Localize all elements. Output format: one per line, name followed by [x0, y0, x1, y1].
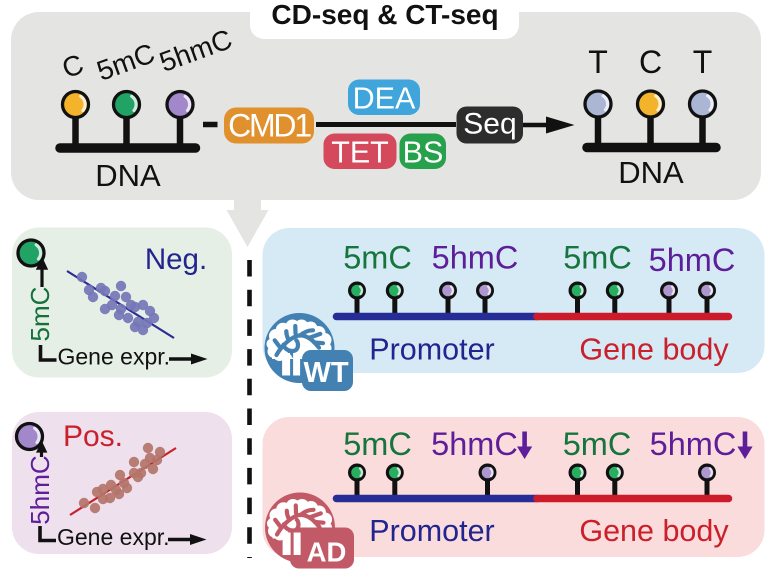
svg-text:WT: WT: [303, 357, 348, 389]
svg-text:5mC: 5mC: [563, 426, 632, 462]
svg-text:Gene body: Gene body: [579, 333, 729, 367]
svg-text:DEA: DEA: [353, 82, 416, 116]
svg-text:TET: TET: [331, 136, 389, 170]
svg-text:Promoter: Promoter: [369, 514, 494, 548]
svg-text:5hmC: 5hmC: [431, 426, 518, 462]
svg-text:AD: AD: [307, 537, 347, 568]
svg-text:T: T: [588, 44, 608, 80]
svg-text:CD-seq & CT-seq: CD-seq & CT-seq: [271, 0, 498, 30]
svg-text:CMD1: CMD1: [228, 108, 311, 144]
svg-text:5mC: 5mC: [563, 240, 632, 276]
svg-text:DNA: DNA: [95, 158, 161, 193]
svg-text:Gene expr.: Gene expr.: [58, 344, 171, 370]
svg-text:Neg.: Neg.: [145, 243, 207, 276]
svg-text:DNA: DNA: [618, 155, 684, 190]
svg-text:5mC: 5mC: [343, 240, 412, 276]
svg-text:5hmC: 5hmC: [650, 426, 737, 462]
svg-text:BS: BS: [403, 136, 444, 170]
svg-text:T: T: [693, 44, 713, 80]
svg-text:5hmC: 5hmC: [649, 242, 736, 278]
svg-text:Seq: Seq: [463, 108, 516, 141]
svg-text:5hmC: 5hmC: [432, 240, 519, 276]
svg-text:Gene expr.: Gene expr.: [57, 524, 170, 550]
svg-text:5mC: 5mC: [25, 287, 55, 342]
svg-text:Promoter: Promoter: [369, 333, 494, 367]
svg-text:C: C: [639, 44, 662, 80]
svg-text:Gene body: Gene body: [579, 514, 729, 548]
svg-text:5mC: 5mC: [343, 426, 412, 462]
svg-text:Pos.: Pos.: [63, 420, 123, 453]
svg-text:5hmC: 5hmC: [25, 455, 55, 524]
